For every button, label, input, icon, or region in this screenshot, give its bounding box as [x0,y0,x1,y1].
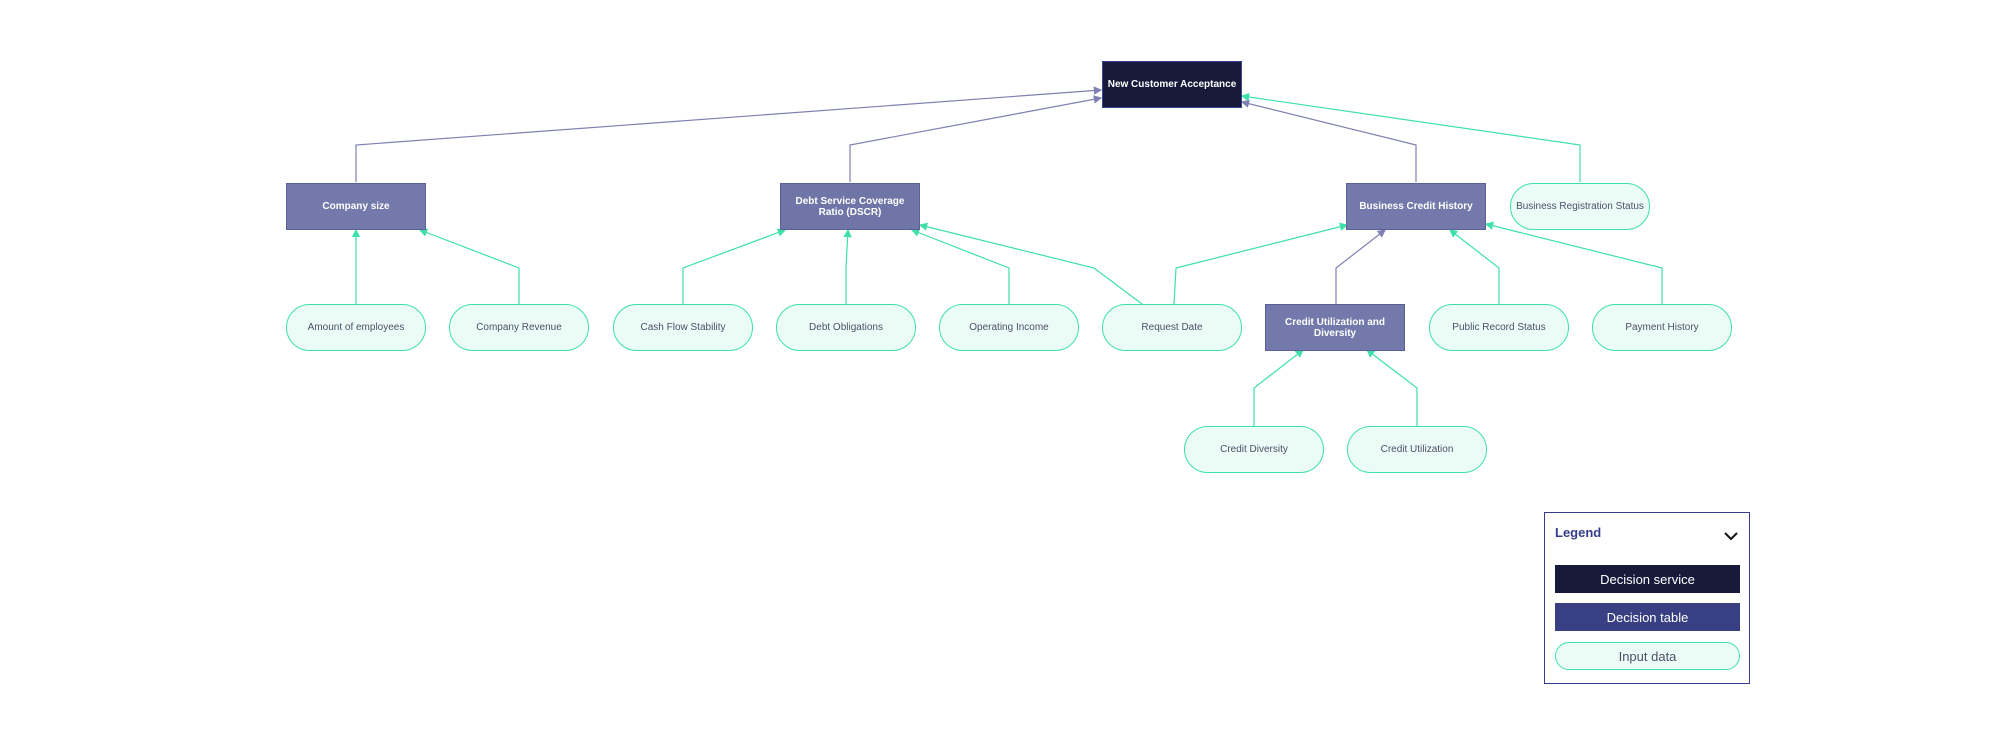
edge-credit-utilization-and-diversity-to-business-credit-history [1335,229,1386,304]
legend-item-decision-table: Decision table [1555,603,1740,631]
edge-business-credit-history-to-new-customer-acceptance [1240,99,1417,182]
node-business-credit-history[interactable]: Business Credit History [1346,183,1486,230]
legend-panel: Legend Decision service Decision table I… [1544,512,1750,684]
node-payment-history[interactable]: Payment History [1592,304,1732,351]
node-request-date[interactable]: Request Date [1102,304,1242,351]
node-business-registration-status[interactable]: Business Registration Status [1510,183,1650,230]
edge-dscr-to-new-customer-acceptance [849,95,1103,182]
edge-credit-utilization-to-credit-utilization-and-diversity [1366,349,1418,426]
node-credit-utilization[interactable]: Credit Utilization [1347,426,1487,473]
edge-public-record-status-to-business-credit-history [1449,229,1500,304]
node-amount-of-employees[interactable]: Amount of employees [286,304,426,351]
edge-company-size-to-new-customer-acceptance [355,86,1103,182]
node-company-size[interactable]: Company size [286,183,426,230]
edge-payment-history-to-business-credit-history [1484,221,1663,304]
node-credit-diversity[interactable]: Credit Diversity [1184,426,1324,473]
legend-title: Legend [1555,525,1602,540]
node-operating-income[interactable]: Operating Income [939,304,1079,351]
chevron-down-icon[interactable] [1723,529,1739,541]
node-new-customer-acceptance[interactable]: New Customer Acceptance [1102,61,1242,108]
node-debt-obligations[interactable]: Debt Obligations [776,304,916,351]
edge-request-date-to-dscr [918,222,1143,305]
node-company-revenue[interactable]: Company Revenue [449,304,589,351]
edge-company-revenue-to-company-size [418,228,520,304]
edge-business-registration-status-to-new-customer-acceptance [1240,92,1581,182]
edge-request-date-to-business-credit-history [1173,222,1349,305]
node-cash-flow-stability[interactable]: Cash Flow Stability [613,304,753,351]
node-credit-utilization-and-diversity[interactable]: Credit Utilization and Diversity [1265,304,1405,351]
edge-debt-obligations-to-dscr [843,228,852,304]
node-dscr[interactable]: Debt Service Coverage Ratio (DSCR) [780,183,920,230]
edge-credit-diversity-to-credit-utilization-and-diversity [1253,349,1304,426]
edge-cash-flow-stability-to-dscr [682,228,787,304]
legend-item-decision-service: Decision service [1555,565,1740,593]
node-public-record-status[interactable]: Public Record Status [1429,304,1569,351]
edge-operating-income-to-dscr [910,228,1010,304]
legend-item-input-data: Input data [1555,642,1740,670]
